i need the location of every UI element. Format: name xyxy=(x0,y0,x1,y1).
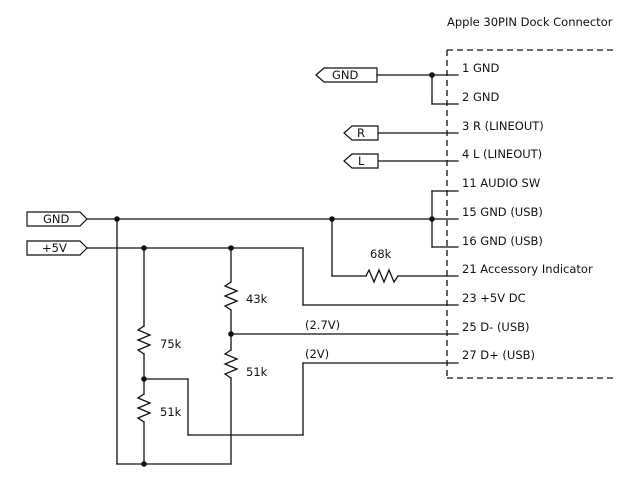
net-label-gnd-top: GND xyxy=(332,68,359,82)
net-tag-l xyxy=(343,153,379,169)
accessory-indicator-branch: 68k xyxy=(331,218,459,284)
pin-2-label: 2 GND xyxy=(462,90,499,104)
voltage-dplus-label: (2V) xyxy=(305,347,329,361)
voltage-dminus-label: (2.7V) xyxy=(305,318,340,332)
pin-23-label: 23 +5V DC xyxy=(462,291,526,305)
gnd-main-net: GND xyxy=(26,190,459,467)
resistor-75k xyxy=(136,325,152,355)
pin-21-label: 21 Accessory Indicator xyxy=(462,262,593,276)
resistor-51k-left-label: 51k xyxy=(160,405,182,419)
pin-stubs xyxy=(377,74,459,248)
net-label-gnd-left: GND xyxy=(43,212,70,226)
resistor-43k-label: 43k xyxy=(246,292,268,306)
resistor-68k-label: 68k xyxy=(370,247,392,261)
pin-25-label: 25 D- (USB) xyxy=(462,320,530,334)
v5-net: +5V xyxy=(26,240,459,306)
net-label-l: L xyxy=(358,154,365,168)
net-label-r: R xyxy=(357,126,365,140)
pin-16-label: 16 GND (USB) xyxy=(462,234,543,248)
pin-3-label: 3 R (LINEOUT) xyxy=(462,119,544,133)
connector-outline xyxy=(446,49,615,379)
resistor-51k-right xyxy=(223,349,239,379)
pin-11-label: 11 AUDIO SW xyxy=(462,176,540,190)
lineout-nets: R L xyxy=(343,125,379,169)
gnd-top-net: GND xyxy=(315,67,435,105)
resistor-68k xyxy=(365,268,399,284)
pin-4-label: 4 L (LINEOUT) xyxy=(462,147,542,161)
net-label-5v: +5V xyxy=(42,241,67,255)
resistor-43k xyxy=(223,281,239,311)
resistor-51k-left xyxy=(136,393,152,423)
resistor-51k-right-label: 51k xyxy=(246,365,268,379)
connector-title: Apple 30PIN Dock Connector xyxy=(447,15,613,29)
net-tag-5v xyxy=(26,240,88,256)
d-minus-divider: 43k 51k (2.7V) xyxy=(223,247,459,465)
pin-27-label: 27 D+ (USB) xyxy=(462,348,535,362)
net-tag-r xyxy=(343,125,379,141)
net-tag-gnd-left xyxy=(26,211,88,227)
d-plus-divider: 75k 51k (2V) xyxy=(136,247,459,465)
pin-labels: 1 GND 2 GND 3 R (LINEOUT) 4 L (LINEOUT) … xyxy=(462,61,593,362)
pin-1-label: 1 GND xyxy=(462,61,499,75)
resistor-75k-label: 75k xyxy=(160,337,182,351)
pin-15-label: 15 GND (USB) xyxy=(462,205,543,219)
